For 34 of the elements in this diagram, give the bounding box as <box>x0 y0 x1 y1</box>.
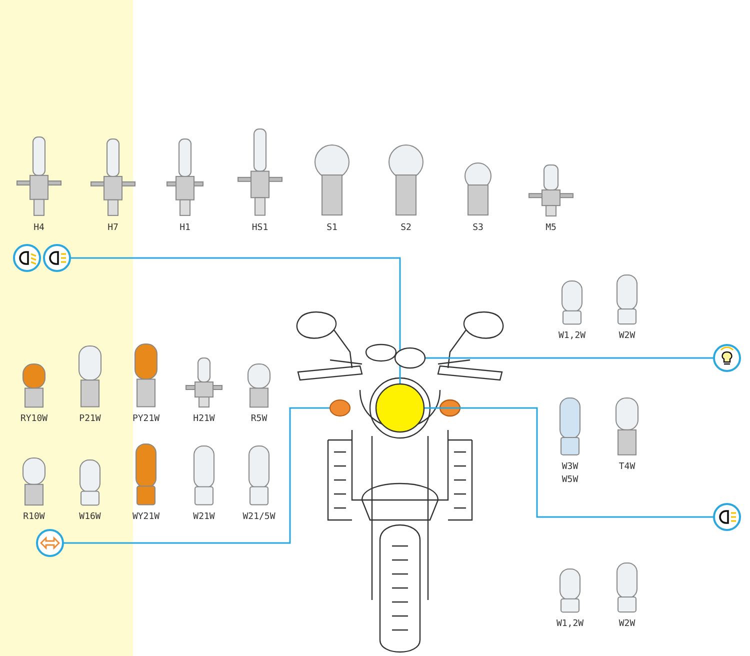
light-bulb-icon <box>713 344 741 372</box>
bulb-code-label: W21W <box>193 512 215 523</box>
instrument-gauge <box>394 347 426 369</box>
leader-line <box>424 407 714 518</box>
bulb-code-label: R10W <box>23 512 45 523</box>
bulb-code-label: W21/5W <box>242 512 276 523</box>
bulb-code-label: HS1 <box>252 223 268 234</box>
bulb-code-label: T4W <box>618 462 636 473</box>
bulb-code-label: W16W <box>79 512 101 523</box>
bulb-code-label: P21W <box>79 414 101 425</box>
bulb-code-label: W1,2W <box>558 331 586 342</box>
leader-line <box>70 257 401 384</box>
bulb-code-label: W2W <box>618 619 636 630</box>
leader-line <box>63 407 330 544</box>
turn-signal-light <box>330 400 350 416</box>
bulb-code-label: W5W <box>562 475 578 486</box>
bulb-code-label: S1 <box>326 223 338 234</box>
bulb-code-label: PY21W <box>132 414 160 425</box>
bulb-code-label: W3W <box>562 462 578 473</box>
bulb-code-label: W1,2W <box>556 619 584 630</box>
bulb-code-label: H4 <box>34 223 44 234</box>
bulb-code-label: H1 <box>180 223 190 234</box>
parking-light-icon <box>713 503 741 531</box>
bulb-code-label: WY21W <box>132 512 160 523</box>
leader-line <box>425 357 714 359</box>
bulb-code-label: M5 <box>546 223 556 234</box>
headlight <box>375 383 425 433</box>
bulb-code-label: W2W <box>618 331 636 342</box>
bulb-code-label: RY10W <box>20 414 48 425</box>
bulb-code-label: R5W <box>250 414 268 425</box>
bulb-code-label: H7 <box>108 223 118 234</box>
bulb-code-label: S3 <box>472 223 484 234</box>
bulb-code-label: H21W <box>193 414 215 425</box>
bulb-code-label: S2 <box>400 223 412 234</box>
